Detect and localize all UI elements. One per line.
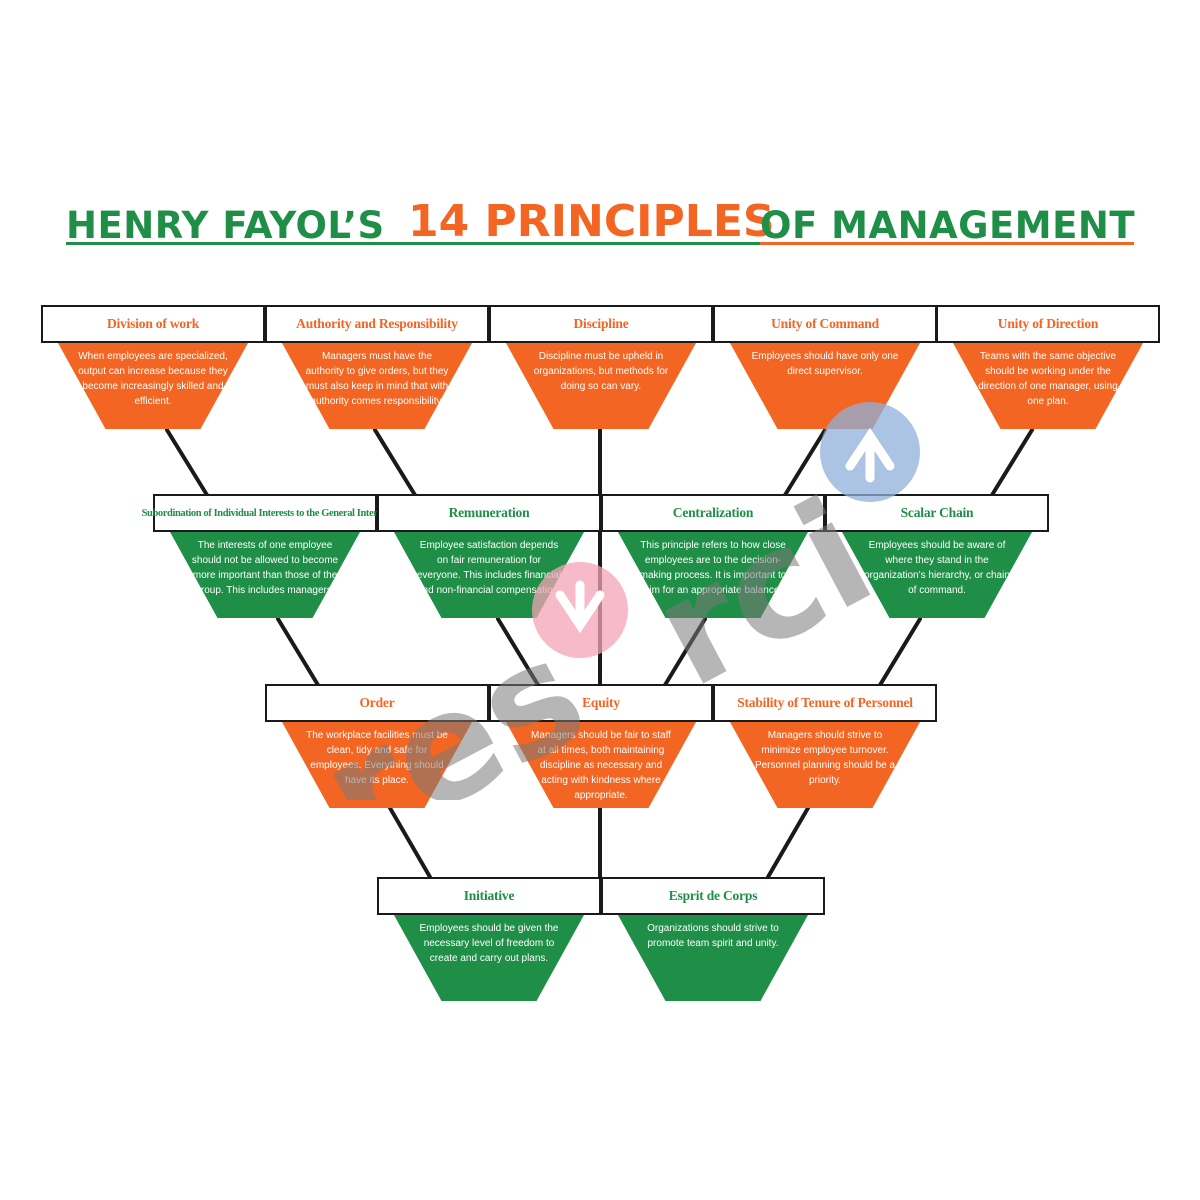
connector-line <box>878 617 922 687</box>
principle-title: Centralization <box>601 494 825 532</box>
connector-line <box>496 617 540 687</box>
principle-unity-of-direction: Unity of Direction Teams with the same o… <box>936 305 1160 429</box>
principle-unity-of-command: Unity of Command Employees should have o… <box>713 305 937 429</box>
principle-title: Initiative <box>377 877 601 915</box>
principle-equity: Equity Managers should be fair to staff … <box>489 684 713 808</box>
title-part-2: 14 PRINCIPLES <box>408 196 775 247</box>
principle-title: Authority and Responsibility <box>265 305 489 343</box>
principle-description: Managers must have the authority to give… <box>282 343 472 429</box>
principle-scalar-chain: Scalar Chain Employees should be aware o… <box>825 494 1049 618</box>
title-part-3: OF MANAGEMENT <box>760 204 1136 247</box>
principle-description: Employees should have only one direct su… <box>730 343 920 429</box>
principle-subordination: Subordination of Individual Interests to… <box>142 494 389 618</box>
principle-title: Order <box>265 684 489 722</box>
connector-line <box>783 428 827 497</box>
principle-title: Equity <box>489 684 713 722</box>
principle-title: Division of work <box>41 305 265 343</box>
principle-title: Scalar Chain <box>825 494 1049 532</box>
principle-description: This principle refers to how close emplo… <box>618 532 808 618</box>
principle-description: Employees should be given the necessary … <box>394 915 584 1001</box>
title-part-1: HENRY FAYOL’S <box>66 204 385 247</box>
principle-discipline: Discipline Discipline must be upheld in … <box>489 305 713 429</box>
connector-line <box>990 428 1034 497</box>
connector-line <box>373 428 417 497</box>
principle-initiative: Initiative Employees should be given the… <box>377 877 601 1001</box>
principle-description: Employee satisfaction depends on fair re… <box>394 532 584 618</box>
principle-division-of-work: Division of work When employees are spec… <box>41 305 265 429</box>
principle-description: Employees should be aware of where they … <box>842 532 1032 618</box>
principle-title: Remuneration <box>377 494 601 532</box>
title-underline-orange <box>760 242 1134 245</box>
principle-esprit-de-corps: Esprit de Corps Organizations should str… <box>601 877 825 1001</box>
principle-centralization: Centralization This principle refers to … <box>601 494 825 618</box>
principle-description: Managers should strive to minimize emplo… <box>730 722 920 808</box>
principle-description: The interests of one employee should not… <box>170 532 360 618</box>
connector-line <box>276 617 320 687</box>
principle-description: The workplace facilities must be clean, … <box>282 722 472 808</box>
principle-authority-and-responsibility: Authority and Responsibility Managers mu… <box>265 305 489 429</box>
principle-title: Discipline <box>489 305 713 343</box>
principle-title: Stability of Tenure of Personnel <box>713 684 937 722</box>
principle-description: Teams with the same objective should be … <box>953 343 1143 429</box>
principle-order: Order The workplace facilities must be c… <box>265 684 489 808</box>
connector-line <box>165 428 209 497</box>
title-underline-green <box>66 242 760 245</box>
principle-title: Esprit de Corps <box>601 877 825 915</box>
connector-line <box>388 806 432 879</box>
connector-line <box>766 806 810 879</box>
principle-title: Subordination of Individual Interests to… <box>142 494 389 532</box>
principle-description: When employees are specialized, output c… <box>58 343 248 429</box>
principle-description: Organizations should strive to promote t… <box>618 915 808 1001</box>
principle-remuneration: Remuneration Employee satisfaction depen… <box>377 494 601 618</box>
principle-title: Unity of Command <box>713 305 937 343</box>
principle-description: Discipline must be upheld in organizatio… <box>506 343 696 429</box>
principle-description: Managers should be fair to staff at all … <box>506 722 696 808</box>
page-title: HENRY FAYOL’S 14 PRINCIPLES OF MANAGEMEN… <box>66 196 1136 247</box>
principle-stability-of-tenure: Stability of Tenure of Personnel Manager… <box>713 684 937 808</box>
principle-title: Unity of Direction <box>936 305 1160 343</box>
connector-line <box>663 617 707 687</box>
